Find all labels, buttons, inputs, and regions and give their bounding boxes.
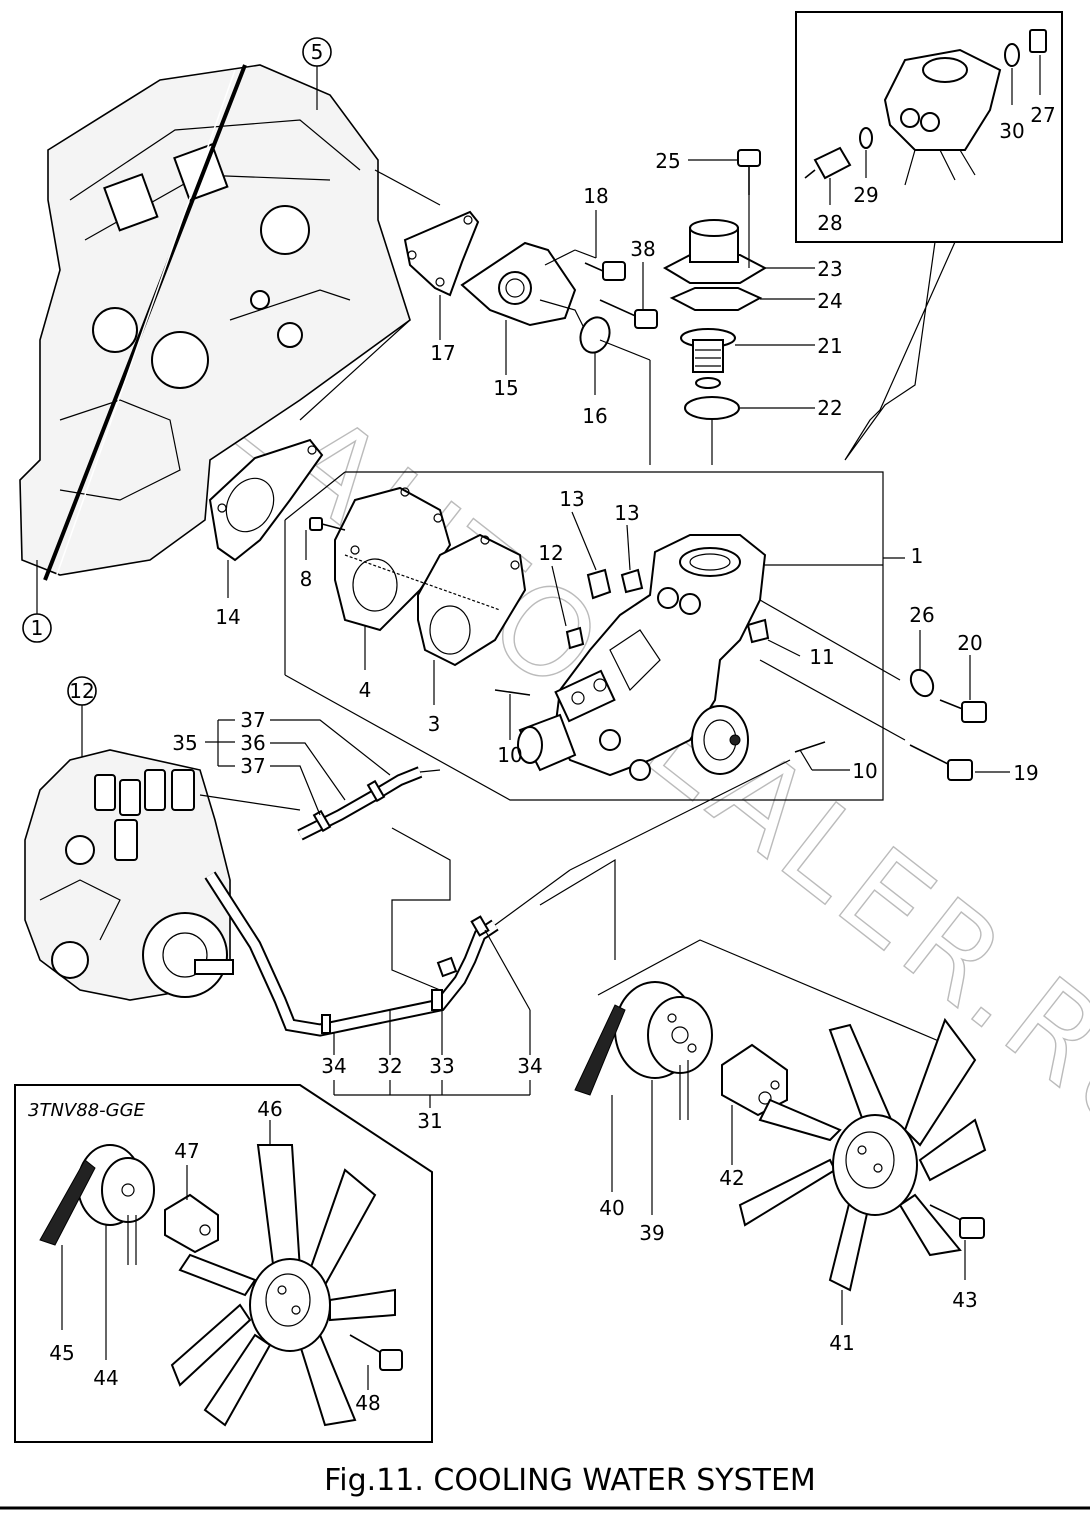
callout-27: 27 (1030, 103, 1055, 127)
fan-46 (170, 1144, 396, 1427)
engine-block (19, 64, 411, 581)
callout-31: 31 (417, 1109, 442, 1133)
callout-45: 45 (49, 1341, 74, 1365)
v-belt-40 (574, 1004, 626, 1096)
gasket-14 (208, 438, 324, 562)
pulley-39 (614, 981, 713, 1120)
thermostat-housing-15 (460, 241, 586, 331)
bolt-18 (584, 261, 626, 281)
plug-13b (620, 568, 644, 594)
water-pump-body (517, 534, 767, 781)
callout-34a: 34 (321, 1054, 346, 1078)
callout-17: 17 (430, 341, 455, 365)
plug-12 (565, 626, 585, 650)
washer-26 (909, 668, 935, 698)
spacer-47 (164, 1193, 219, 1254)
thermostat-21 (680, 328, 736, 389)
callout-13b: 13 (614, 501, 639, 525)
thermostat-cover-23 (662, 219, 768, 284)
callout-26: 26 (909, 603, 934, 627)
callout-41: 41 (829, 1331, 854, 1355)
callout-33: 33 (429, 1054, 454, 1078)
callout-30: 30 (999, 119, 1024, 143)
callout-5: 5 (311, 40, 324, 64)
bolt-20 (939, 699, 987, 723)
callout-28: 28 (817, 211, 842, 235)
callout-18: 18 (583, 184, 608, 208)
callout-21: 21 (817, 334, 842, 358)
washer-29 (859, 127, 873, 149)
fan-41 (738, 1017, 987, 1292)
bolt-38 (599, 299, 658, 329)
pulley-44 (77, 1144, 155, 1265)
callout-29: 29 (853, 183, 878, 207)
plug-13a (586, 568, 612, 600)
hose-36 (297, 766, 423, 841)
callout-16: 16 (582, 404, 607, 428)
injection-pump (24, 749, 234, 1001)
callout-12: 12 (538, 541, 563, 565)
callout-10a: 10 (497, 743, 522, 767)
bolt-48 (349, 1334, 403, 1371)
v-belt-45 (39, 1159, 96, 1246)
callout-37b: 37 (240, 754, 265, 778)
callout-15: 15 (493, 376, 518, 400)
gasket-3 (417, 533, 527, 667)
callout-37a: 37 (240, 708, 265, 732)
callout-40: 40 (599, 1196, 624, 1220)
gasket-17 (403, 210, 480, 297)
callout-1: 1 (911, 544, 924, 568)
callout-8: 8 (300, 567, 313, 591)
spacer-42 (721, 1043, 788, 1117)
callout-47: 47 (174, 1139, 199, 1163)
plug-11 (746, 618, 770, 644)
plug-27 (1029, 29, 1047, 53)
o-ring-22 (684, 396, 740, 420)
o-ring-16 (579, 316, 611, 354)
callout-22: 22 (817, 396, 842, 420)
callout-25: 25 (655, 149, 680, 173)
sensor-housing (883, 48, 1002, 186)
callout-43: 43 (952, 1288, 977, 1312)
callout-34b: 34 (517, 1054, 542, 1078)
callout-13a: 13 (559, 487, 584, 511)
callout-42: 42 (719, 1166, 744, 1190)
callout-38: 38 (630, 237, 655, 261)
callout-3: 3 (428, 712, 441, 736)
callout-23: 23 (817, 257, 842, 281)
callout-11: 11 (809, 645, 834, 669)
bolt-19 (909, 744, 973, 781)
temperature-sensor-28 (804, 146, 852, 180)
callout-19: 19 (1013, 761, 1038, 785)
callout-24: 24 (817, 289, 842, 313)
water-pipe-32 (204, 871, 499, 1037)
callout-32: 32 (377, 1054, 402, 1078)
bolt-43 (929, 1204, 985, 1239)
callout-44: 44 (93, 1366, 118, 1390)
callout-39: 39 (639, 1221, 664, 1245)
callout-35: 35 (172, 731, 197, 755)
bolt-8 (309, 517, 346, 531)
callout-48: 48 (355, 1391, 380, 1415)
callout-14: 14 (215, 605, 240, 629)
washer-30 (1004, 43, 1020, 67)
callout-10b: 10 (852, 759, 877, 783)
callout-1-circled: 1 (31, 616, 44, 640)
bolt-25 (737, 149, 761, 195)
pin-10a (494, 689, 531, 696)
callout-36: 36 (240, 731, 265, 755)
callout-4: 4 (359, 678, 372, 702)
figure-caption: Fig.11. COOLING WATER SYSTEM (324, 1463, 816, 1498)
callout-20: 20 (957, 631, 982, 655)
gasket-24 (669, 287, 763, 311)
callout-12-circled: 12 (69, 679, 94, 703)
callout-46: 46 (257, 1097, 282, 1121)
variant-label: 3TNV88-GGE (28, 1100, 146, 1121)
